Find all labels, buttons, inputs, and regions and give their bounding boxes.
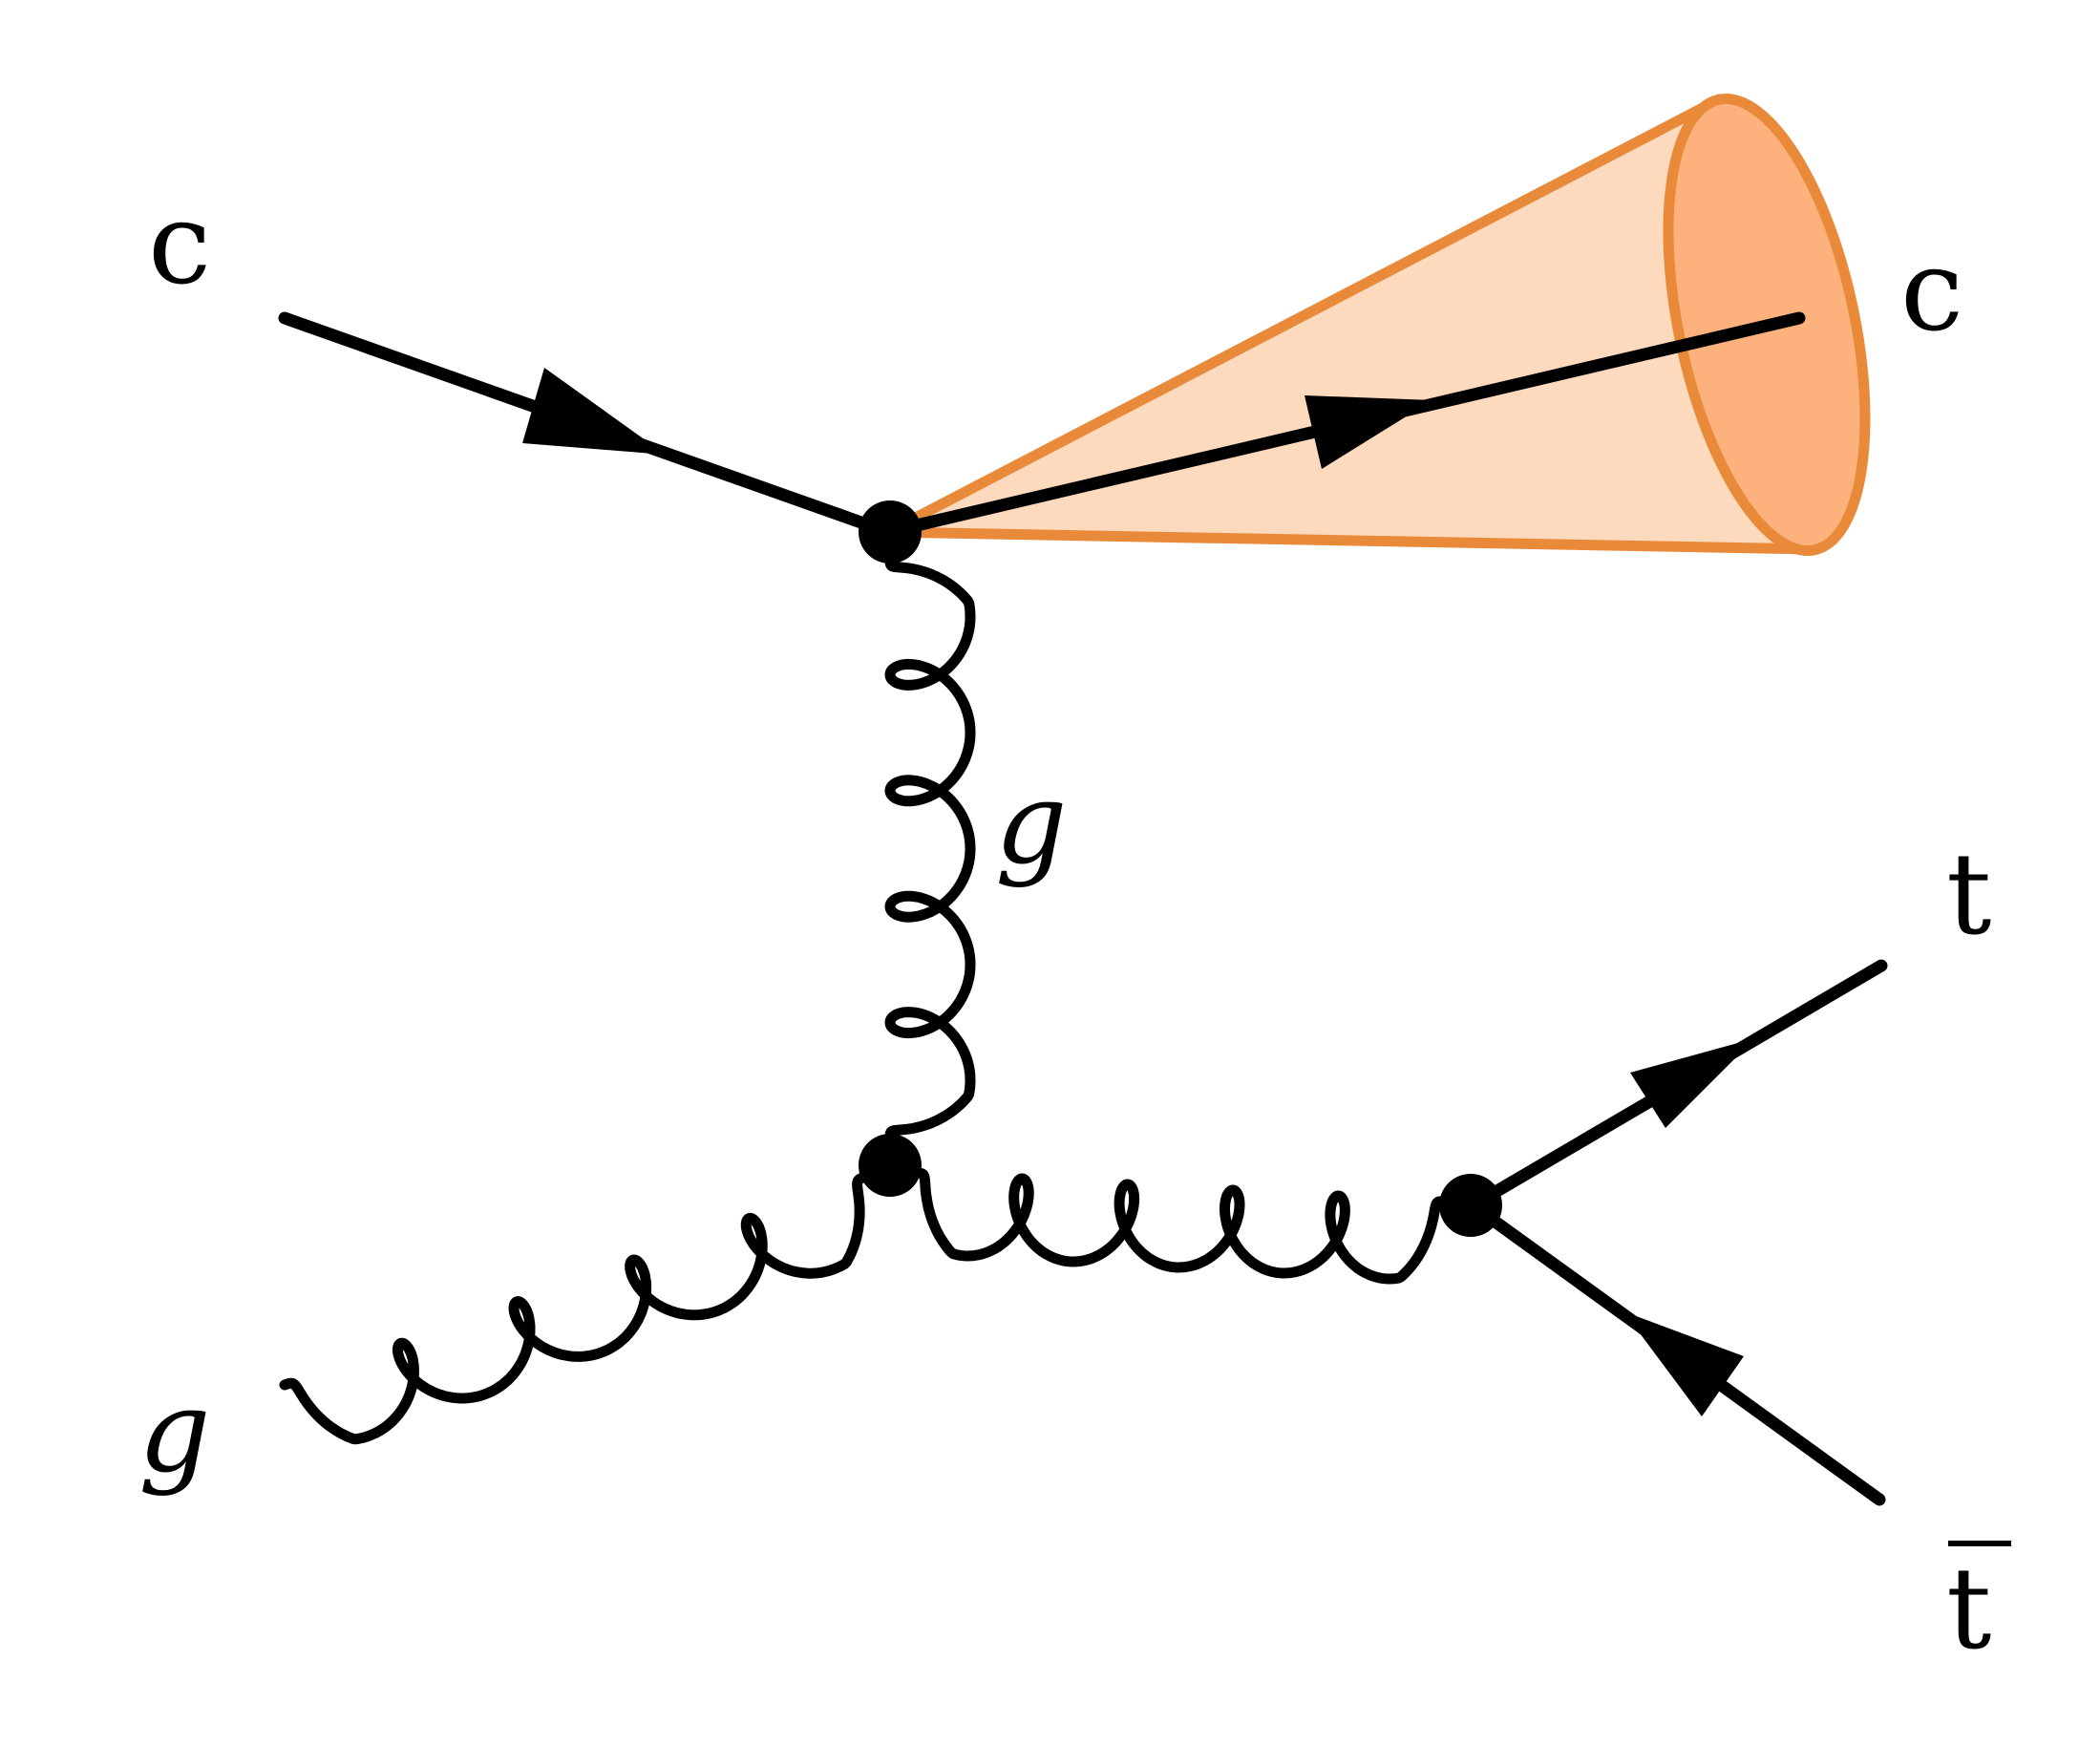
label-antitop-group: t: [1946, 1541, 2011, 1674]
incoming-gluon-line: [279, 1171, 871, 1445]
label-exchanged-gluon: g: [995, 757, 1068, 889]
vertex-bottom-left: [859, 1134, 922, 1197]
gluon-lines: [279, 553, 1450, 1445]
fermion-lines: [278, 311, 1888, 1506]
outgoing-charm-arrow: [1305, 395, 1432, 469]
vertex-right: [1439, 1174, 1502, 1237]
vertex-top-left: [859, 500, 922, 564]
label-antitop: t: [1946, 1543, 1991, 1674]
label-outgoing-charm: c: [1900, 224, 1963, 356]
exchanged-gluon-line: [884, 553, 976, 1144]
label-incoming-gluon: g: [138, 1366, 211, 1498]
top-arrow: [1630, 1038, 1755, 1128]
vertices: [859, 500, 1502, 1237]
antitop-arrow: [1623, 1311, 1744, 1416]
label-top: t: [1946, 828, 1991, 960]
incoming-charm-arrow: [522, 368, 666, 455]
s-channel-gluon-line: [911, 1167, 1450, 1285]
particle-labels: c c g g t t: [138, 178, 2011, 1674]
label-incoming-charm: c: [148, 178, 211, 309]
